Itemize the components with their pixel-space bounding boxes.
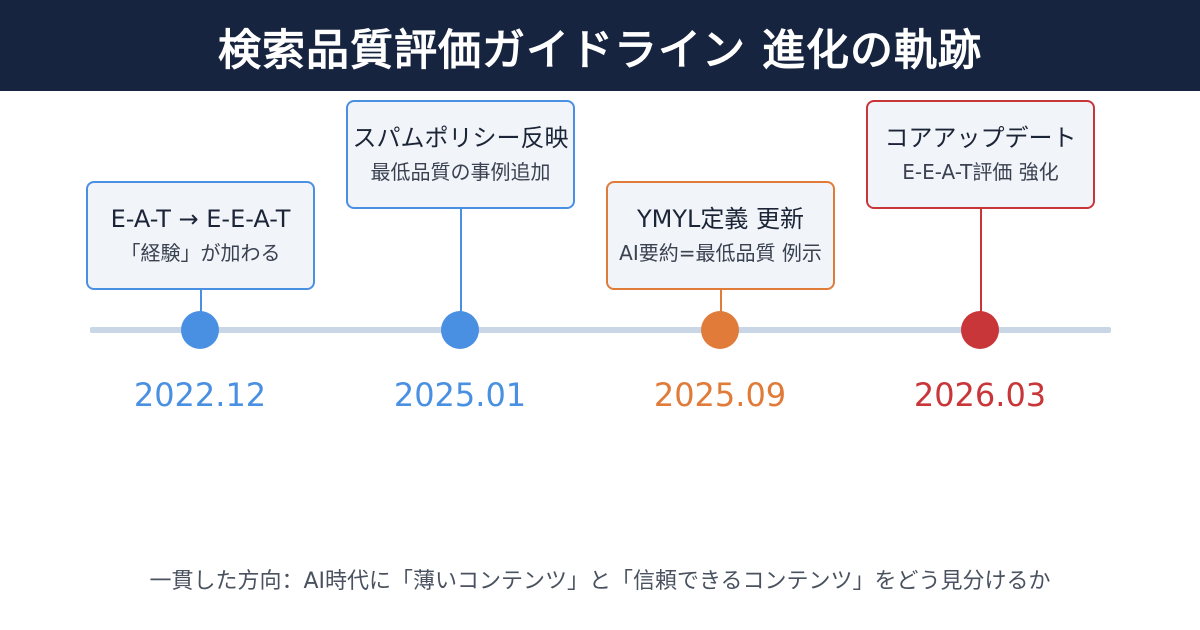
timeline-dot [441, 311, 479, 349]
connector-line [980, 209, 982, 314]
connector-line [460, 209, 462, 314]
connector-line [200, 290, 202, 314]
connector-line [720, 290, 722, 314]
event-date: 2026.03 [913, 376, 1047, 414]
event-subtitle: 「経験」が加わる [120, 240, 281, 265]
timeline-dot [961, 311, 999, 349]
event-subtitle: 最低品質の事例追加 [370, 159, 551, 184]
event-title: E-A-T → E-E-A-T [110, 205, 291, 234]
event-subtitle: AI要約=最低品質 例示 [619, 240, 822, 265]
event-title: コアアップデート [884, 124, 1077, 153]
event-subtitle: E-E-A-T評価 強化 [902, 159, 1059, 184]
page-title: 検索品質評価ガイドライン 進化の軌跡 [218, 25, 982, 76]
timeline-dot [701, 311, 739, 349]
event-date: 2025.09 [653, 376, 787, 414]
timeline-line [90, 327, 1111, 333]
header-bar: 検索品質評価ガイドライン 進化の軌跡 [0, 0, 1200, 91]
footer-summary: 一貫した方向：AI時代に「薄いコンテンツ」と「信頼できるコンテンツ」をどう見分け… [149, 569, 1051, 594]
event-date: 2025.01 [393, 376, 527, 414]
event-title: スパムポリシー反映 [352, 124, 569, 153]
event-card-2025-01: スパムポリシー反映 最低品質の事例追加 [346, 100, 575, 209]
timeline-dot [181, 311, 219, 349]
event-date: 2022.12 [133, 376, 267, 414]
event-title: YMYL定義 更新 [636, 205, 805, 234]
event-card-2025-09: YMYL定義 更新 AI要約=最低品質 例示 [606, 181, 835, 290]
event-card-2022-12: E-A-T → E-E-A-T 「経験」が加わる [86, 181, 315, 290]
event-card-2026-03: コアアップデート E-E-A-T評価 強化 [866, 100, 1095, 209]
